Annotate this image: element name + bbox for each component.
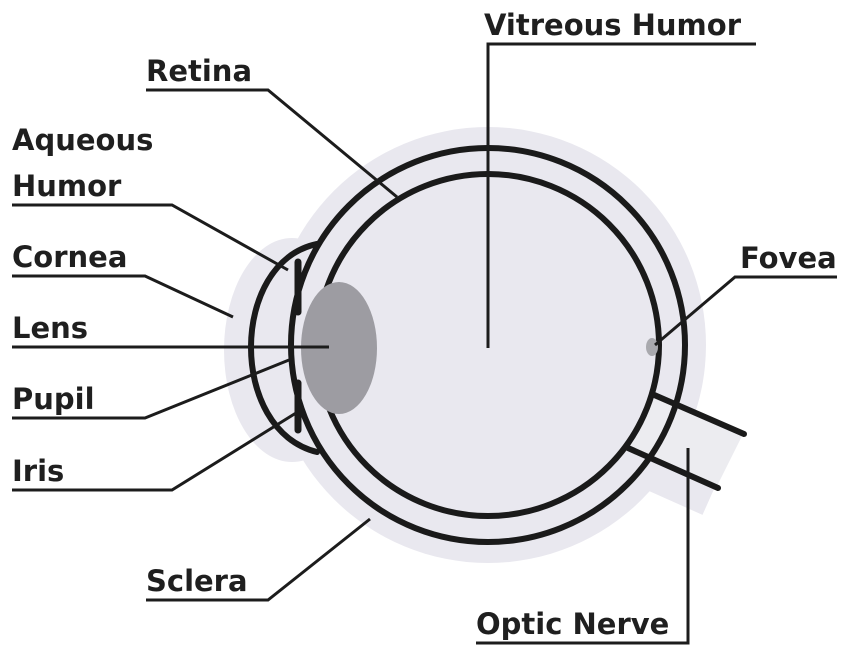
fovea-spot [646,338,658,356]
vitreous-humor-label: Vitreous Humor [484,8,742,42]
aqueous-humor-label-line1: Aqueous [12,123,153,157]
iris-label: Iris [12,454,64,488]
pupil-label: Pupil [12,382,95,416]
retina-label: Retina [146,54,252,88]
optic-nerve-label: Optic Nerve [476,607,669,641]
sclera-label: Sclera [146,564,248,598]
cornea-label: Cornea [12,240,127,274]
fovea-label: Fovea [740,241,837,275]
aqueous-humor-label-line2: Humor [12,169,122,203]
lens-label: Lens [12,311,88,345]
